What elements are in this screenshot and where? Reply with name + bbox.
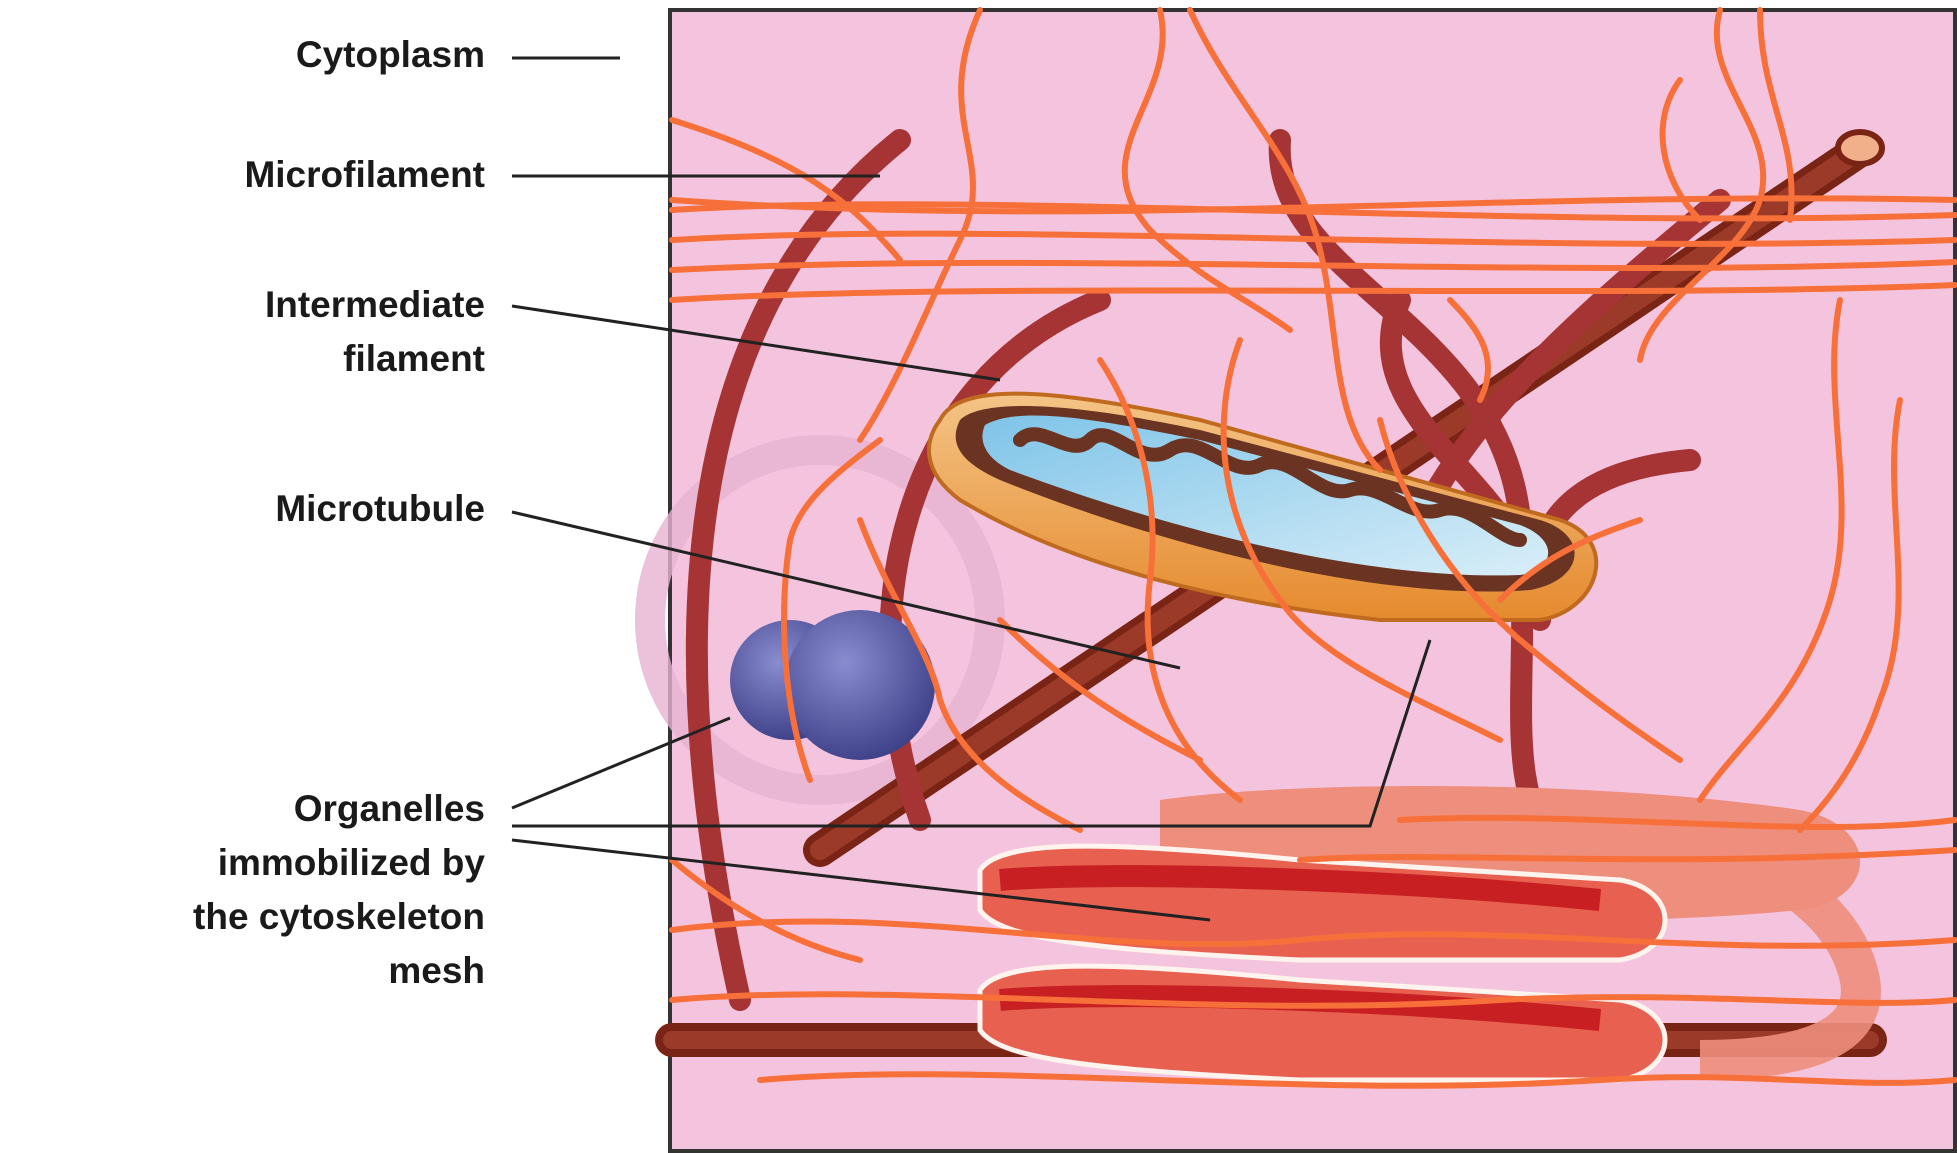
microtubule-label: Microtubule [275,482,485,536]
intermediate-filament-label-line1: Intermediate [265,278,485,332]
intermediate-filament-label-line2: filament [265,332,485,386]
microfilament-label: Microfilament [244,148,485,202]
organelles-label: Organelles immobilized by the cytoskelet… [193,782,485,998]
microtubule-label-text: Microtubule [275,488,485,529]
cytoplasm-label-text: Cytoplasm [296,34,485,75]
organelles-label-line2: immobilized by [193,836,485,890]
microfilament-label-text: Microfilament [244,154,485,195]
cytoplasm-label: Cytoplasm [296,28,485,82]
organelles-label-line4: mesh [193,944,485,998]
intermediate-filament-label: Intermediate filament [265,278,485,386]
organelles-label-line3: the cytoskeleton [193,890,485,944]
organelles-label-line1: Organelles [193,782,485,836]
